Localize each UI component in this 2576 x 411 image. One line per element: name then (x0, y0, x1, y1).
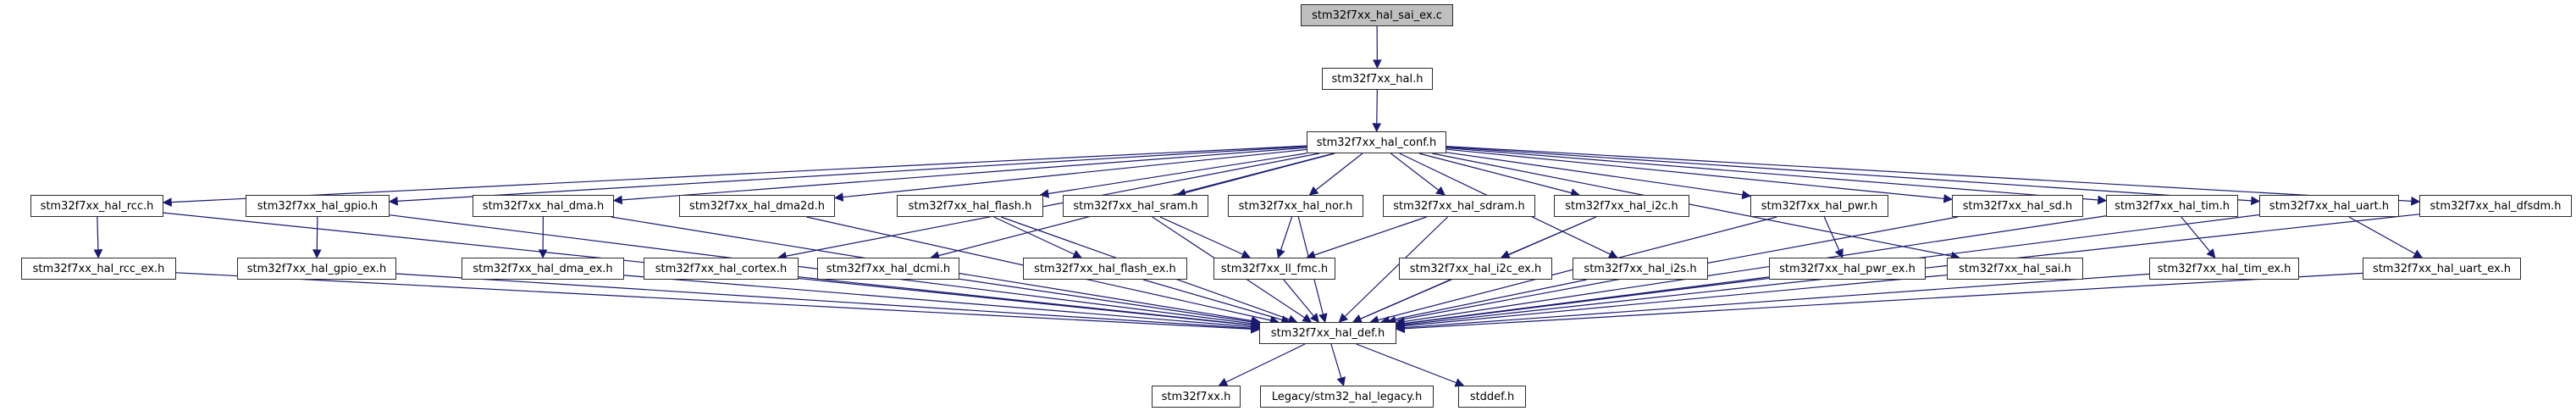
edge-tim-tim_ex (2181, 216, 2216, 258)
edge-gpio_ex-def (395, 273, 1261, 333)
graph-node-i2c[interactable]: stm32f7xx_hal_i2c.h (1554, 195, 1689, 217)
graph-node-ll_fmc[interactable]: stm32f7xx_ll_fmc.h (1213, 258, 1335, 280)
graph-node-nor[interactable]: stm32f7xx_hal_nor.h (1228, 195, 1363, 217)
graph-node-flash[interactable]: stm32f7xx_hal_flash.h (897, 195, 1043, 217)
edge-i2s-def (1380, 279, 1588, 325)
graph-node-tim[interactable]: stm32f7xx_hal_tim.h (2106, 195, 2238, 217)
graph-node-pwr[interactable]: stm32f7xx_hal_pwr.h (1750, 195, 1888, 217)
edge-pwr_ex-def (1395, 277, 1770, 329)
edge-conf-pwr (1446, 152, 1752, 200)
edge-conf-sdram (1390, 153, 1446, 196)
graph-node-sai[interactable]: stm32f7xx_hal_sai.h (1947, 258, 2083, 280)
graph-node-rcc_ex[interactable]: stm32f7xx_hal_rcc_ex.h (21, 258, 176, 280)
edge-gpio-gpio_ex (312, 216, 322, 259)
graph-node-dma_ex[interactable]: stm32f7xx_hal_dma_ex.h (462, 258, 624, 280)
edge-conf-tim (1446, 147, 2108, 205)
edge-sdram-ll_fmc (1306, 216, 1427, 259)
edge-tim_ex-def (1395, 273, 2150, 332)
edge-def-legacy (1330, 343, 1346, 387)
graph-node-uart_ex[interactable]: stm32f7xx_hal_uart_ex.h (2363, 258, 2521, 280)
edge-pwr-pwr_ex (1823, 216, 1844, 258)
graph-node-i2s[interactable]: stm32f7xx_hal_i2s.h (1573, 258, 1708, 280)
graph-node-gpio_ex[interactable]: stm32f7xx_hal_gpio_ex.h (237, 258, 396, 280)
graph-node-cortex[interactable]: stm32f7xx_hal_cortex.h (644, 258, 799, 280)
edge-dma_ex-def (623, 275, 1261, 331)
edge-cortex-def (798, 276, 1261, 330)
edge-conf-sram (1176, 153, 1335, 197)
edge-conf-i2c (1418, 153, 1580, 197)
edge-def-stddef (1356, 343, 1465, 387)
graph-node-gpio[interactable]: stm32f7xx_hal_gpio.h (246, 195, 390, 217)
edge-sram-ll_fmc (1159, 216, 1252, 258)
edge-conf-uart (1446, 146, 2261, 206)
graph-node-i2c_ex[interactable]: stm32f7xx_hal_i2c_ex.h (1399, 258, 1552, 280)
graph-node-flash_ex[interactable]: stm32f7xx_hal_flash_ex.h (1023, 258, 1187, 280)
edge-conf-flash (1039, 153, 1307, 198)
graph-node-hal[interactable]: stm32f7xx_hal.h (1322, 68, 1433, 90)
graph-node-sdram[interactable]: stm32f7xx_hal_sdram.h (1383, 195, 1535, 217)
edge-def-f7xx (1218, 343, 1306, 386)
edge-nor-ll_fmc (1276, 216, 1293, 259)
edge-hal-conf (1372, 89, 1382, 133)
graph-node-pwr_ex[interactable]: stm32f7xx_hal_pwr_ex.h (1769, 258, 1926, 280)
graph-node-sai_ex_c: stm32f7xx_hal_sai_ex.c (1301, 4, 1453, 26)
graph-node-def[interactable]: stm32f7xx_hal_def.h (1259, 322, 1396, 344)
graph-node-dfsdm[interactable]: stm32f7xx_hal_dfsdm.h (2419, 195, 2572, 217)
graph-node-f7xx[interactable]: stm32f7xx.h (1152, 386, 1241, 408)
graph-node-dma[interactable]: stm32f7xx_hal_dma.h (473, 195, 614, 217)
graph-node-stddef: stddef.h (1458, 386, 1526, 408)
edge-conf-gpio (388, 146, 1307, 206)
edge-flash-flash_ex (993, 216, 1082, 258)
edge-conf-dma (612, 147, 1307, 205)
edge-conf-sd (1446, 148, 1954, 203)
edge-conf-nor (1308, 153, 1363, 196)
graph-node-conf[interactable]: stm32f7xx_hal_conf.h (1307, 131, 1446, 153)
edge-ll_fmc-def (1283, 279, 1319, 323)
graph-node-sram[interactable]: stm32f7xx_hal_sram.h (1063, 195, 1208, 217)
edge-rcc_ex-def (175, 272, 1261, 334)
edge-conf-dfsdm (1446, 146, 2421, 206)
edge-uart_ex-def (1395, 272, 2363, 334)
edge-i2c_ex-def (1352, 279, 1451, 324)
graph-node-dma2d[interactable]: stm32f7xx_hal_dma2d.h (679, 195, 835, 217)
graph-node-rcc[interactable]: stm32f7xx_hal_rcc.h (30, 195, 163, 217)
edge-flash_ex-def (1142, 279, 1291, 325)
edge-i2c-i2c_ex (1500, 216, 1596, 259)
graph-node-sd[interactable]: stm32f7xx_hal_sd.h (1952, 195, 2083, 217)
graph-node-tim_ex[interactable]: stm32f7xx_hal_tim_ex.h (2149, 258, 2299, 280)
graph-node-legacy[interactable]: Legacy/stm32_hal_legacy.h (1260, 386, 1434, 408)
edge-conf-dma2d (833, 148, 1307, 202)
edge-sai-def (1395, 274, 1948, 330)
edge-dcmi-def (959, 278, 1261, 327)
edge-uart-uart_ex (2348, 216, 2424, 258)
graph-node-dcmi[interactable]: stm32f7xx_hal_dcmi.h (817, 258, 959, 280)
graph-node-uart[interactable]: stm32f7xx_hal_uart.h (2259, 195, 2399, 217)
edge-rcc-rcc_ex (93, 216, 103, 259)
